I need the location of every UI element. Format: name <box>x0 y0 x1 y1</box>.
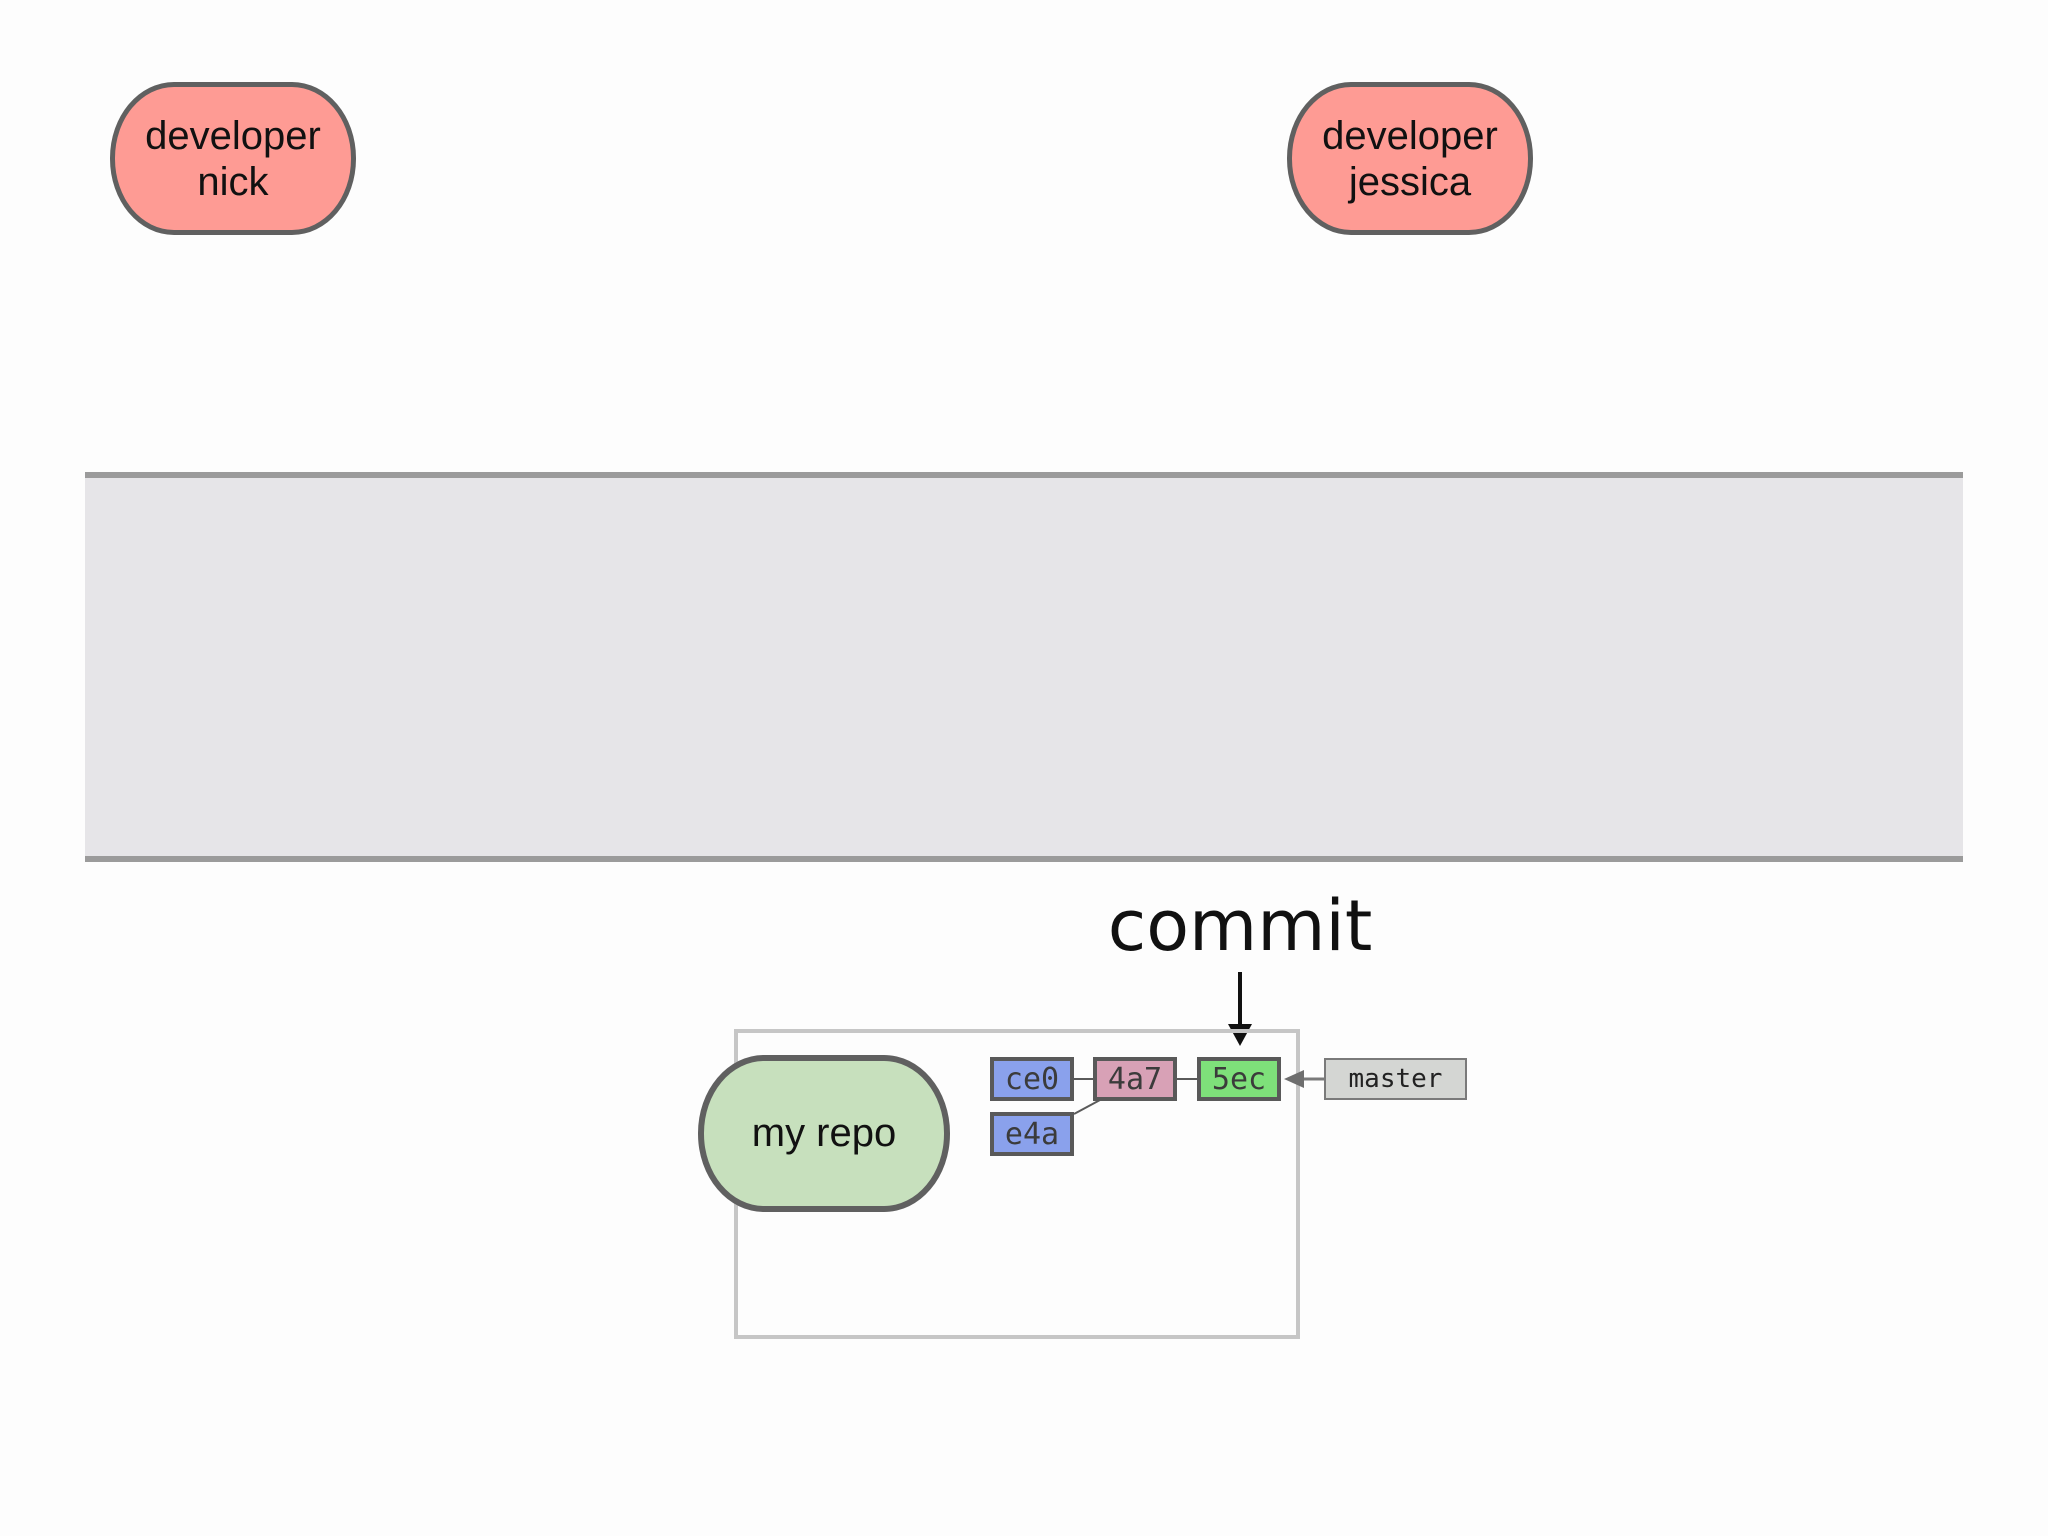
developer-jessica-node: developer jessica <box>1287 82 1533 235</box>
developer-nick-node: developer nick <box>110 82 356 235</box>
shared-band <box>85 472 1963 862</box>
commit-4a7: 4a7 <box>1093 1057 1177 1101</box>
commit-ce0: ce0 <box>990 1057 1074 1101</box>
branch-master-label: master <box>1324 1058 1467 1100</box>
commit-5ec: 5ec <box>1197 1057 1281 1101</box>
my-repo-node: my repo <box>698 1055 950 1212</box>
developer-nick-line1: developer <box>145 113 321 158</box>
developer-jessica-line2: jessica <box>1348 159 1472 204</box>
developer-nick-line2: nick <box>197 159 269 204</box>
commit-e4a: e4a <box>990 1112 1074 1156</box>
commit-action-label: commit <box>1107 885 1373 967</box>
developer-jessica-line1: developer <box>1322 113 1498 158</box>
